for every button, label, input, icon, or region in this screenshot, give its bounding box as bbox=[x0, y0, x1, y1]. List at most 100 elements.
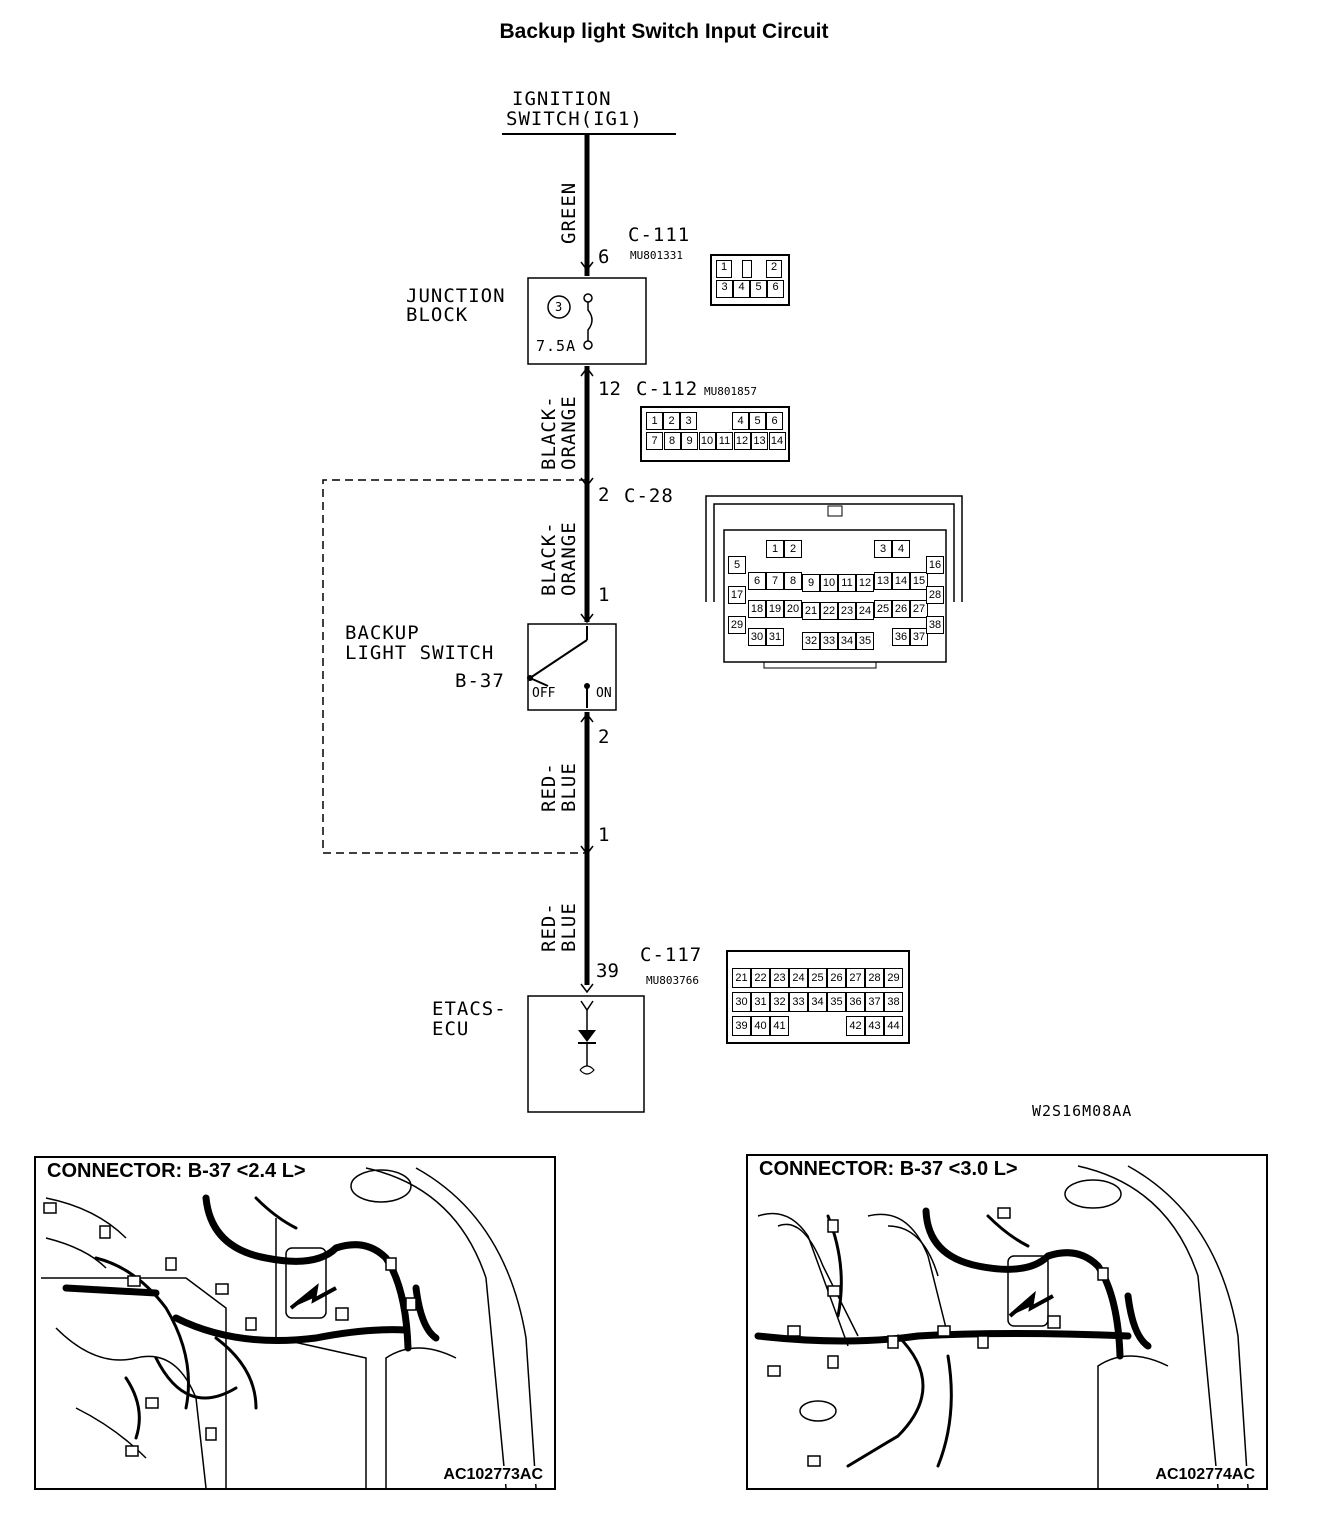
pin-cell: 7 bbox=[646, 432, 663, 450]
pin-cell: 36 bbox=[846, 992, 865, 1012]
fuse-number: 3 bbox=[555, 300, 563, 314]
pin-1-harness: 1 bbox=[598, 824, 610, 846]
pin-cell: 13 bbox=[874, 572, 892, 590]
pin-cell: 26 bbox=[892, 600, 910, 618]
pin-cell: 32 bbox=[770, 992, 789, 1012]
pin-cell: 27 bbox=[910, 600, 928, 618]
pin-cell: 3 bbox=[680, 412, 697, 430]
pin-cell: 21 bbox=[802, 602, 820, 620]
connector-location-panel-left: CONNECTOR: B-37 <2.4 L> bbox=[34, 1156, 556, 1490]
c117-name: C-117 bbox=[640, 944, 703, 966]
pin-cell: 38 bbox=[926, 616, 944, 634]
pin-cell: 4 bbox=[892, 540, 910, 558]
pin-12: 12 bbox=[598, 378, 621, 400]
panel-left-code: AC102773AC bbox=[440, 1466, 546, 1484]
wire-color-black-orange-1b: ORANGE bbox=[558, 395, 580, 470]
pin-cell: 3 bbox=[874, 540, 892, 558]
pin-cell: 5 bbox=[749, 412, 766, 430]
pin-39: 39 bbox=[596, 960, 619, 982]
pin-cell: 5 bbox=[750, 280, 767, 298]
pin-cell: 8 bbox=[663, 432, 681, 450]
pin-cell: 21 bbox=[732, 968, 751, 988]
pin-cell: 37 bbox=[910, 628, 928, 646]
wire-color-green: GREEN bbox=[558, 181, 580, 244]
c111-name: C-111 bbox=[628, 224, 691, 246]
pin-cell: 28 bbox=[865, 968, 884, 988]
pin-cell: 31 bbox=[751, 992, 770, 1012]
pin-cell: 2 bbox=[766, 260, 782, 278]
diagram-code: W2S16M08AA bbox=[1032, 1102, 1133, 1120]
pin-cell: 19 bbox=[766, 600, 784, 618]
pin-cell: 32 bbox=[802, 632, 820, 650]
pin-cell: 40 bbox=[751, 1016, 770, 1036]
pin-cell: 24 bbox=[856, 602, 874, 620]
pin-cell: 23 bbox=[770, 968, 789, 988]
connector-key bbox=[742, 260, 752, 278]
pin-cell: 41 bbox=[770, 1016, 789, 1036]
pin-cell: 42 bbox=[846, 1016, 865, 1036]
pin-cell: 9 bbox=[681, 432, 698, 450]
panel-right-title: CONNECTOR: B-37 <3.0 L> bbox=[756, 1158, 1021, 1181]
ecu-label-2: ECU bbox=[432, 1018, 470, 1040]
pin-cell: 10 bbox=[698, 432, 716, 450]
pin-cell: 8 bbox=[784, 572, 802, 590]
c111-part: MU801331 bbox=[630, 249, 683, 262]
pin-cell: 38 bbox=[884, 992, 903, 1012]
junction-label-2: BLOCK bbox=[406, 304, 469, 326]
pin-cell: 35 bbox=[856, 632, 874, 650]
pin-cell: 6 bbox=[766, 412, 783, 430]
pin-cell: 1 bbox=[646, 412, 663, 430]
pin-cell: 29 bbox=[884, 968, 903, 988]
pin-cell: 3 bbox=[716, 280, 733, 298]
switch-id: B-37 bbox=[455, 670, 505, 692]
c112-name: C-112 bbox=[636, 378, 699, 400]
pin-cell: 22 bbox=[820, 602, 838, 620]
pin-cell: 4 bbox=[732, 412, 749, 430]
pin-cell: 13 bbox=[751, 432, 768, 450]
pin-cell: 20 bbox=[784, 600, 802, 618]
switch-label-2: LIGHT SWITCH bbox=[345, 642, 495, 664]
pin-cell: 1 bbox=[766, 540, 784, 558]
pin-cell: 25 bbox=[874, 600, 892, 618]
pin-cell: 28 bbox=[926, 586, 944, 604]
connector-c111: 1 2 3 4 5 6 bbox=[710, 254, 790, 306]
pin-cell: 35 bbox=[827, 992, 846, 1012]
pin-2-switch: 2 bbox=[598, 726, 610, 748]
pin-cell: 14 bbox=[768, 432, 786, 450]
engine-bay-illustration bbox=[754, 1165, 1249, 1488]
pin-cell: 9 bbox=[802, 574, 820, 592]
pin-cell: 11 bbox=[716, 432, 733, 450]
pin-cell: 33 bbox=[820, 632, 838, 650]
pin-cell: 17 bbox=[728, 586, 746, 604]
diagram-title: Backup light Switch Input Circuit bbox=[499, 20, 829, 43]
wire-color-red-blue-2b: BLUE bbox=[558, 902, 580, 952]
wire-color-black-orange-2b: ORANGE bbox=[558, 521, 580, 596]
pin-cell: 31 bbox=[766, 628, 784, 646]
pin-cell: 44 bbox=[884, 1016, 903, 1036]
switch-on-label: ON bbox=[596, 686, 612, 701]
junction-label-1: JUNCTION bbox=[406, 285, 506, 307]
panel-right-code: AC102774AC bbox=[1152, 1466, 1258, 1484]
c117-part: MU803766 bbox=[646, 974, 699, 987]
switch-label-1: BACKUP bbox=[345, 622, 420, 644]
pin-cell: 6 bbox=[748, 572, 766, 590]
pin-cell: 11 bbox=[838, 574, 856, 592]
pin-cell: 30 bbox=[732, 992, 751, 1012]
pin-cell: 39 bbox=[732, 1016, 751, 1036]
pin-cell: 34 bbox=[808, 992, 827, 1012]
pin-cell: 37 bbox=[865, 992, 884, 1012]
pin-1-switch: 1 bbox=[598, 584, 610, 606]
pin-cell: 12 bbox=[733, 432, 751, 450]
pin-cell: 18 bbox=[748, 600, 766, 618]
wire-color-red-blue-1b: BLUE bbox=[558, 762, 580, 812]
pin-cell: 4 bbox=[733, 280, 750, 298]
pin-cell: 24 bbox=[789, 968, 808, 988]
switch-off-label: OFF bbox=[532, 686, 556, 701]
pin-cell: 27 bbox=[846, 968, 865, 988]
pin-cell: 2 bbox=[663, 412, 680, 430]
panel-left-title: CONNECTOR: B-37 <2.4 L> bbox=[44, 1160, 309, 1183]
